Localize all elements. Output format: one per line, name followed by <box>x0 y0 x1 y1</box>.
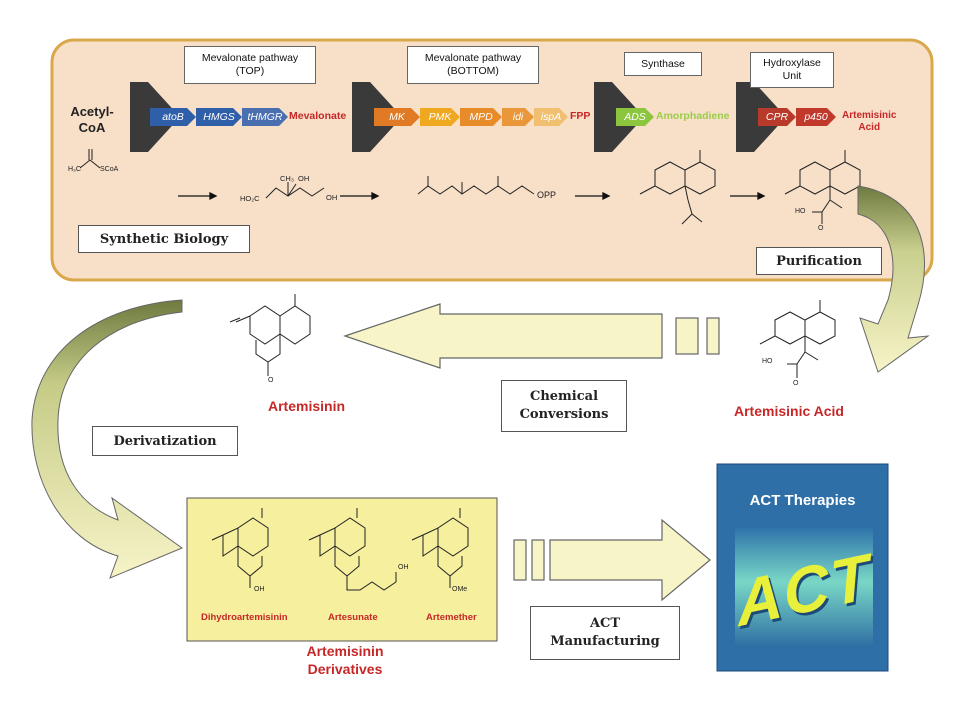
artesunate-structure <box>308 508 397 591</box>
artemisinin-label: Artemisinin <box>268 398 346 414</box>
mevalonate-ch3-label: CH₃ <box>280 174 294 183</box>
act-therapies-title: ACT Therapies <box>749 492 856 509</box>
artemisinic-acid-label: Artemisinic Acid <box>734 403 844 419</box>
gene-cpr: CPR <box>758 108 796 126</box>
product-amorphadiene: Amorphadiene <box>656 110 730 122</box>
artemisinin-structure <box>229 294 311 376</box>
amorphadiene-structure <box>639 150 716 225</box>
mevalonate-structure <box>265 182 325 199</box>
conversion-bar-2 <box>706 317 720 355</box>
aa-ho-label: HO <box>795 208 806 215</box>
artemisinin-o-label: O <box>268 377 274 384</box>
mid-aa-o-label: O <box>793 380 799 387</box>
derivative-artemether: Artemether <box>426 612 477 623</box>
dihydroartemisinin-structure <box>211 508 269 588</box>
gene-thmgr: tHMGR <box>242 108 288 126</box>
artemether-structure <box>411 508 469 588</box>
synthetic-biology-label: Synthetic Biology <box>78 225 250 253</box>
manufacturing-bar-1 <box>513 539 527 581</box>
mevalonate-oh-label: OH <box>298 174 310 183</box>
product-artemisinic-acid: Artemisinic Acid <box>842 110 897 133</box>
acetyl-scoa-label: SCoA <box>100 166 119 173</box>
acetyl-h3c-label: H₃C <box>68 166 81 173</box>
artesunate-oh-label: OH <box>398 564 409 571</box>
purification-curved-arrow <box>857 185 930 373</box>
gene-p450: p450 <box>796 108 836 126</box>
product-mevalonate: Mevalonate <box>289 110 347 122</box>
manufacturing-bar-2 <box>531 539 545 581</box>
act-logo: ACT <box>732 539 876 641</box>
act-manufacturing-label: ACT Manufacturing <box>530 606 680 660</box>
fpp-structure <box>417 176 535 195</box>
act-inner <box>735 528 873 648</box>
gene-idi: idi <box>502 108 534 126</box>
artemisinic-acid-top-structure <box>784 150 861 224</box>
act-manufacturing-arrow <box>549 518 711 602</box>
gene-ads: ADS <box>616 108 654 126</box>
artemether-ome-label: OMe <box>452 586 468 593</box>
aa-o-label: O <box>818 225 824 232</box>
fpp-opp-label: OPP <box>537 190 557 200</box>
mevalonate-ho2c-label: HO₂C <box>240 194 260 203</box>
conversion-bar-1 <box>675 317 699 355</box>
gene-ispa: ispA <box>534 108 568 126</box>
reaction-arrows <box>178 191 766 201</box>
chemical-conversions-label: Chemical Conversions <box>501 380 627 432</box>
acetyl-coa-label: Acetyl- CoA <box>70 104 114 135</box>
stage-label-mva-bottom: Mevalonate pathway (BOTTOM) <box>407 46 539 84</box>
artemisinin-derivatives-title: Artemisinin Derivatives <box>306 643 384 677</box>
stage-label-hydroxylase: Hydroxylase Unit <box>750 52 834 88</box>
derivatives-box <box>186 497 498 642</box>
artemisinic-acid-mid-structure <box>759 300 836 378</box>
mevalonate-oh2-label: OH <box>326 193 338 202</box>
derivative-dihydroartemisinin: Dihydroartemisinin <box>201 612 288 623</box>
acetyl-coa-structure <box>79 149 101 169</box>
stage-label-synthase: Synthase <box>624 52 702 76</box>
mid-aa-ho-label: HO <box>762 358 773 365</box>
gene-mk: MK <box>374 108 420 126</box>
gene-pmk: PMK <box>420 108 460 126</box>
gene-atob: atoB <box>150 108 196 126</box>
stage-label-mva-top: Mevalonate pathway (TOP) <box>184 46 316 84</box>
product-fpp: FPP <box>570 110 591 122</box>
dha-oh-label: OH <box>254 586 265 593</box>
chemical-conversions-arrow <box>343 303 663 369</box>
gene-mpd: MPD <box>460 108 502 126</box>
purification-label: Purification <box>756 247 882 275</box>
derivative-artesunate: Artesunate <box>328 612 378 623</box>
gene-hmgs: HMGS <box>196 108 242 126</box>
derivatization-label: Derivatization <box>92 426 238 456</box>
act-logo-wrapper: ACT <box>732 539 876 641</box>
synthetic-biology-panel <box>50 38 934 282</box>
derivatization-curved-arrow <box>31 299 184 579</box>
